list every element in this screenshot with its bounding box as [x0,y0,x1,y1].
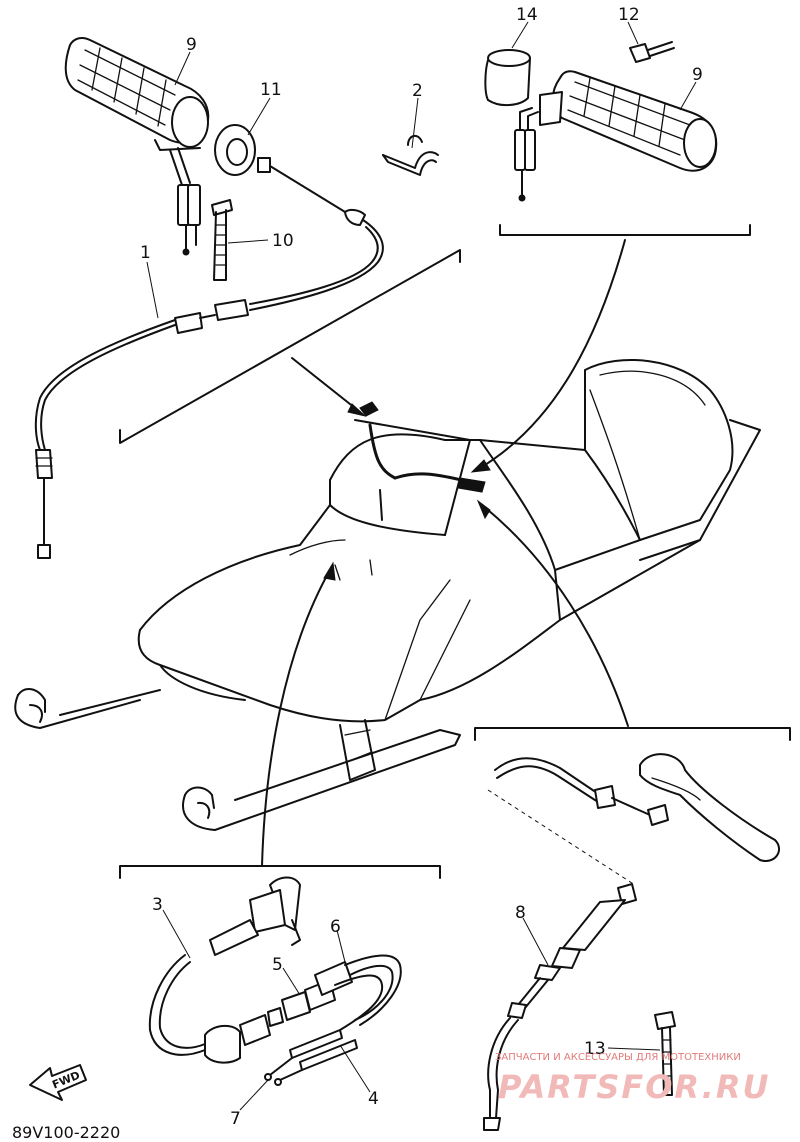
callout-4: 4 [368,1089,379,1109]
watermark-tagline: ЗАПЧАСТИ И АКСЕССУАРЫ ДЛЯ МОТОТЕХНИКИ [495,1052,741,1063]
callout-13: 13 [584,1039,606,1059]
watermark-brand: PARTSFOR.RU [498,1068,770,1106]
callout-12: 12 [618,5,640,25]
callout-3: 3 [152,895,163,915]
watermark: ЗАПЧАСТИ И АКСЕССУАРЫ ДЛЯ МОТОТЕХНИКИ PA… [495,1052,770,1106]
brake-lever-assembly [483,753,780,1131]
choke-assembly [148,876,402,1086]
callout-8: 8 [515,903,526,923]
callout-9-right: 9 [692,65,703,85]
callout-10: 10 [272,231,294,251]
callout-6: 6 [330,917,341,937]
callout-7: 7 [230,1109,241,1129]
callout-5: 5 [272,955,283,975]
callout-9: 9 [186,35,197,55]
callout-leaders [146,21,697,1111]
callout-numbers: 9 11 2 14 12 9 10 1 3 6 5 8 13 4 7 [140,5,703,1129]
callout-14: 14 [516,5,538,25]
forward-direction-arrow: FWD [29,1064,87,1101]
callout-2: 2 [412,81,423,101]
left-grip-assembly [64,36,439,281]
throttle-cable [34,157,384,559]
callout-frames [119,224,791,879]
right-grip-assembly [484,41,718,202]
callout-11: 11 [260,80,282,100]
diagram-code: 89V100-2220 [12,1123,120,1142]
snowmobile-illustration [14,359,761,831]
callout-1: 1 [140,243,151,263]
